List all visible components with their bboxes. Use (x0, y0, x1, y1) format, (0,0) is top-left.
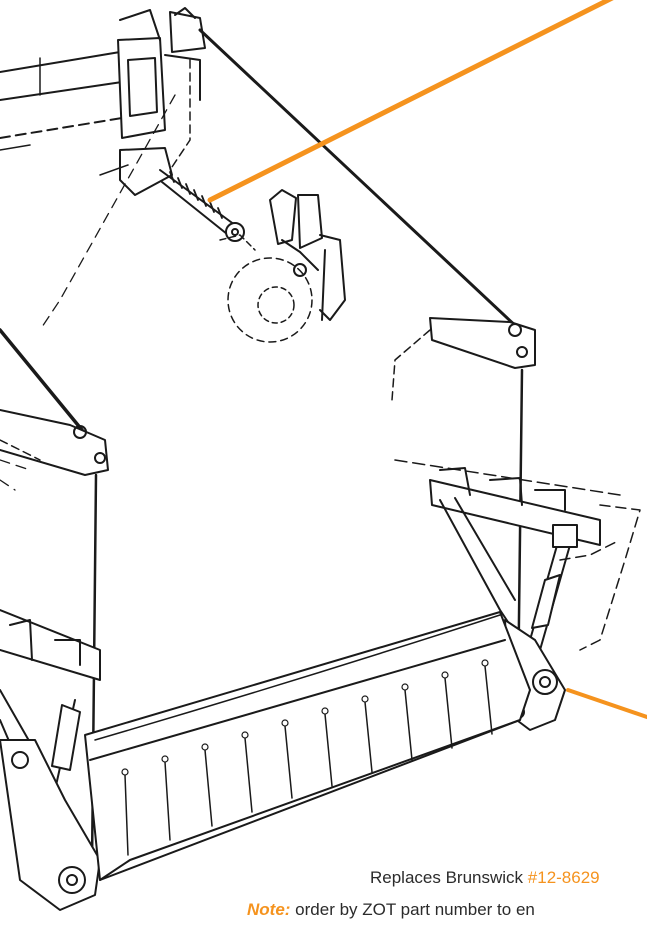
part-number-link[interactable]: #12-8629 (527, 868, 600, 887)
right-pivot-arm (391, 317, 536, 401)
gauge-dial-assembly (219, 189, 346, 343)
right-diagonal-rod (198, 28, 522, 332)
slat-fasteners (121, 659, 489, 776)
callout-line-top (207, 0, 614, 203)
sweep-slats (124, 665, 493, 856)
left-end-bracket (0, 739, 101, 911)
left-diagonal-rod (0, 328, 84, 432)
note-label: Note: (247, 900, 291, 919)
note-caption: Note: order by ZOT part number to en (247, 900, 535, 920)
callout-line-bottom (566, 688, 647, 720)
left-pivot-arm (0, 409, 109, 476)
background-outlines (0, 94, 176, 491)
note-text: order by ZOT part number to en (290, 900, 535, 919)
sweep-board (84, 611, 531, 881)
replaces-prefix: Replaces Brunswick (370, 868, 528, 887)
top-clamp-block (117, 7, 206, 171)
right-crossmember (394, 459, 641, 651)
callout-lines (207, 0, 647, 720)
spring-rod-assembly (99, 147, 245, 242)
replaces-caption: Replaces Brunswick #12-8629 (370, 868, 600, 888)
